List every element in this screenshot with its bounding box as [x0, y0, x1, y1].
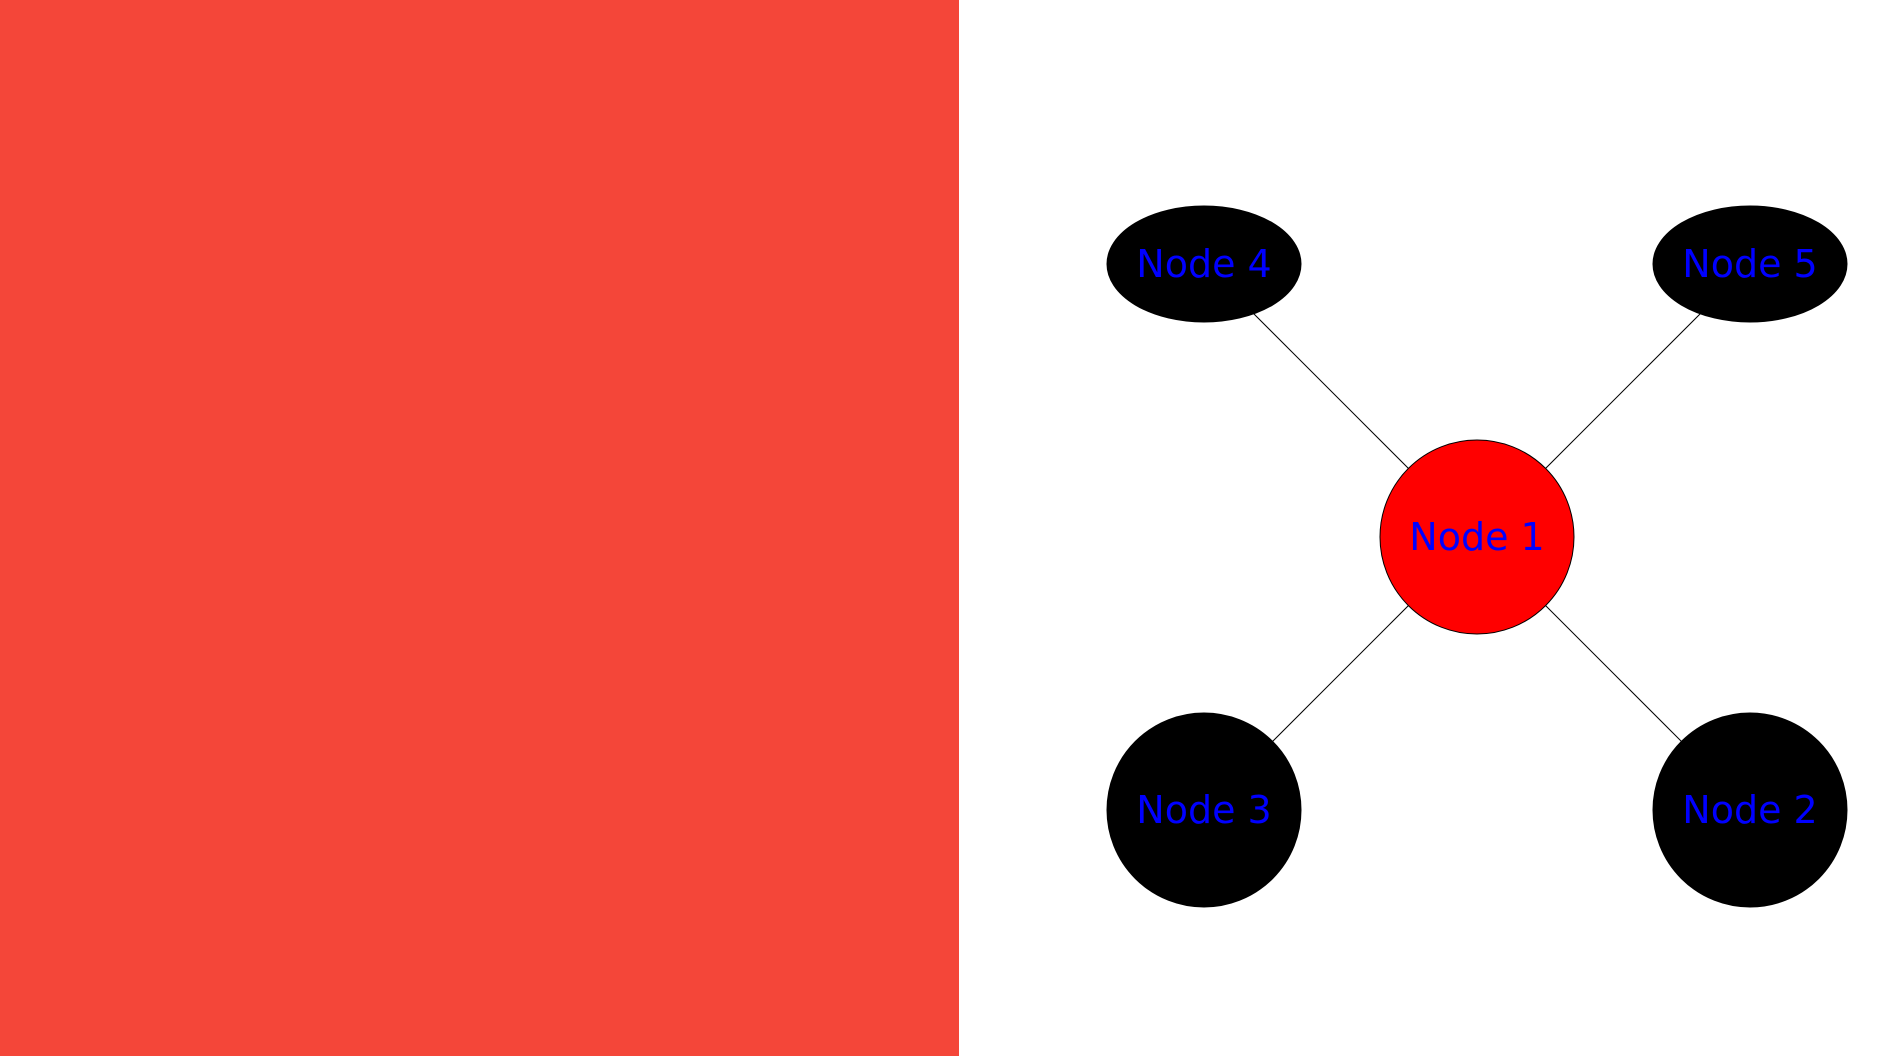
node-4-shape[interactable]: [1106, 205, 1302, 323]
node-2-label: Node 2: [1682, 788, 1817, 832]
node-3-shape[interactable]: [1106, 712, 1302, 908]
node-1-shape[interactable]: [1379, 439, 1575, 635]
red-panel: [0, 0, 959, 1056]
node-1-label: Node 1: [1409, 515, 1544, 559]
node-3-label: Node 3: [1136, 788, 1271, 832]
node-2-shape[interactable]: [1652, 712, 1848, 908]
nodes-layer: Node 1 Node 2 Node 3 Node 4 Node 5: [1106, 205, 1848, 908]
node-5[interactable]: Node 5: [1652, 205, 1848, 323]
node-4[interactable]: Node 4: [1106, 205, 1302, 323]
node-5-label: Node 5: [1682, 242, 1817, 286]
node-5-shape[interactable]: [1652, 205, 1848, 323]
node-4-label: Node 4: [1136, 242, 1271, 286]
node-1[interactable]: Node 1: [1379, 439, 1575, 635]
node-2[interactable]: Node 2: [1652, 712, 1848, 908]
node-3[interactable]: Node 3: [1106, 712, 1302, 908]
